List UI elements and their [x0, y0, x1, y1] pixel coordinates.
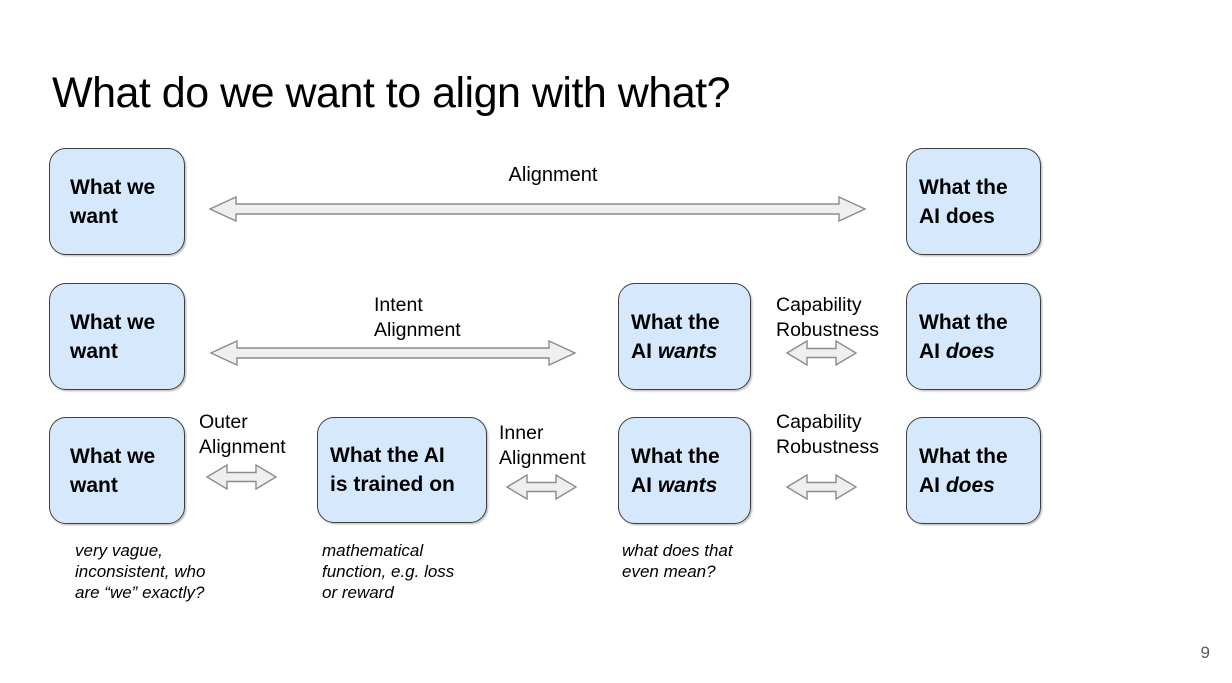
capability-robustness-double-arrow-row2 — [785, 339, 858, 367]
double-arrow-shape — [505, 473, 578, 501]
box-label: What we want — [70, 444, 156, 497]
inner-alignment-double-arrow — [505, 473, 578, 501]
what-we-want-box-row3: What we want — [49, 417, 185, 524]
what-ai-wants-box-row3: What the AI wants — [618, 417, 751, 524]
capability-robustness-label-row2: Capability Robustness — [776, 294, 879, 341]
box-label: What the AI does — [919, 444, 1008, 497]
what-ai-does-box-row1: What the AI does — [906, 148, 1041, 255]
box-label: What the AI wants — [631, 310, 720, 363]
box-label: What we want — [70, 175, 156, 228]
what-ai-wants-box-row2: What the AI wants — [618, 283, 751, 390]
box-label: What the AI wants — [631, 444, 720, 497]
inner-alignment-label: Inner Alignment — [499, 422, 586, 469]
trained-on-note: mathematical function, e.g. loss or rewa… — [322, 541, 455, 602]
intent-alignment-label: Intent Alignment — [374, 294, 461, 341]
capability-robustness-double-arrow-row3 — [785, 473, 858, 501]
alignment-double-arrow — [208, 195, 867, 223]
outer-alignment-double-arrow — [205, 463, 278, 491]
what-ai-does-box-row2: What the AI does — [906, 283, 1041, 390]
double-arrow-shape — [209, 339, 577, 367]
intent-alignment-double-arrow — [209, 339, 577, 367]
alignment-label: Alignment — [508, 164, 598, 186]
what-ai-trained-on-box: What the AI is trained on — [317, 417, 487, 523]
what-we-want-box-row1: What we want — [49, 148, 185, 255]
slide-title: What do we want to align with what? — [52, 69, 731, 117]
double-arrow-shape — [208, 195, 867, 223]
box-label: What we want — [70, 310, 156, 363]
double-arrow-shape — [785, 473, 858, 501]
page-number: 9 — [1200, 643, 1210, 662]
double-arrow-shape — [205, 463, 278, 491]
what-we-want-note: very vague, inconsistent, who are “we” e… — [75, 541, 206, 602]
box-label: What the AI does — [919, 310, 1008, 363]
capability-robustness-label-row3: Capability Robustness — [776, 411, 879, 458]
ai-wants-note: what does that even mean? — [622, 541, 733, 581]
outer-alignment-label: Outer Alignment — [199, 411, 286, 458]
box-label: What the AI is trained on — [330, 444, 455, 496]
what-we-want-box-row2: What we want — [49, 283, 185, 390]
double-arrow-shape — [785, 339, 858, 367]
box-label: What the AI does — [919, 175, 1008, 228]
what-ai-does-box-row3: What the AI does — [906, 417, 1041, 524]
